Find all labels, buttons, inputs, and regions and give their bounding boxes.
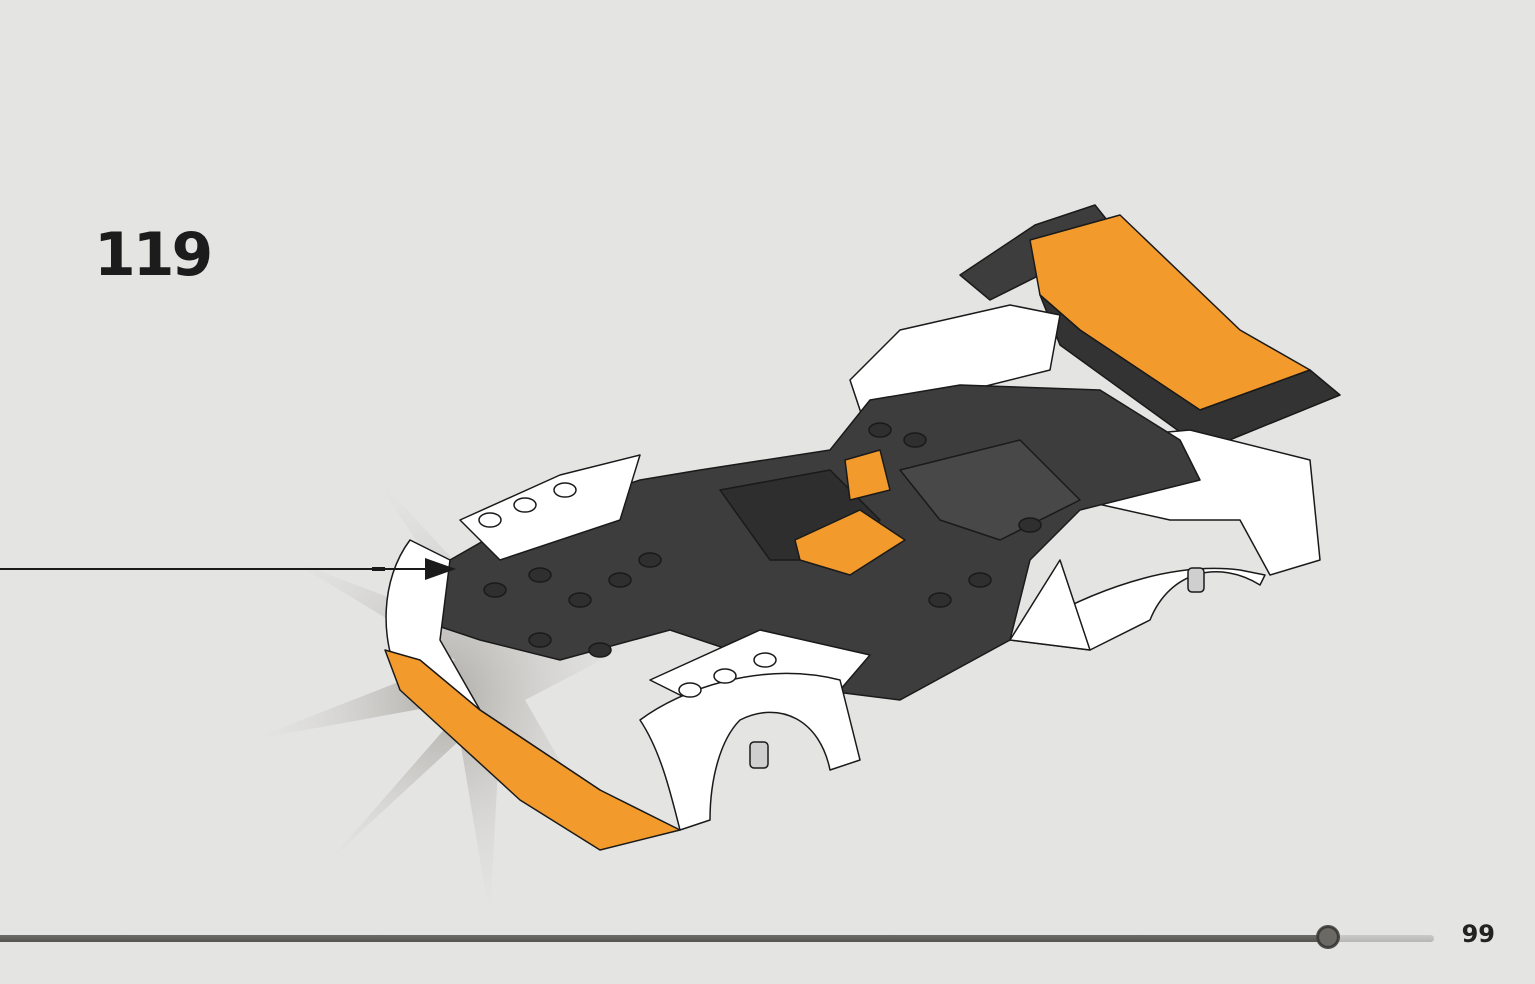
progress-fill xyxy=(0,935,1328,942)
lego-car-model xyxy=(384,204,1341,851)
page-number: 99 xyxy=(1461,920,1495,948)
arrow-right-icon xyxy=(0,558,456,580)
progress-knob[interactable] xyxy=(1317,926,1339,948)
step-number: 119 xyxy=(94,220,213,290)
